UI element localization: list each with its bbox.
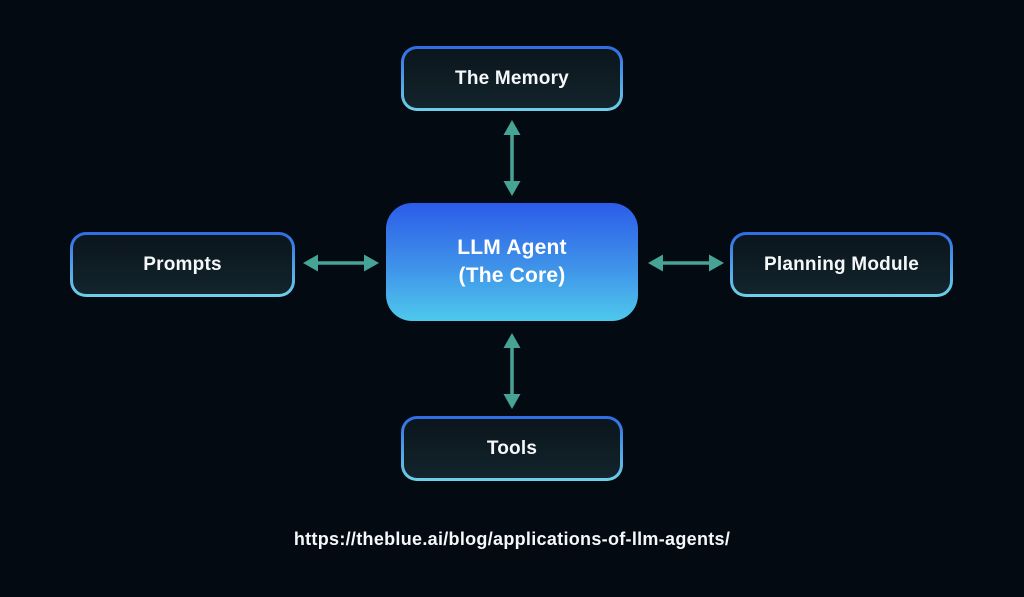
node-planning-label: Planning Module	[764, 253, 919, 275]
node-core-label-line1: LLM Agent	[457, 235, 567, 259]
node-tools-label: Tools	[486, 437, 538, 459]
node-planning-module: Planning Module	[730, 232, 953, 297]
node-memory: The Memory	[401, 46, 623, 111]
double-arrow-core-memory-icon	[503, 120, 521, 196]
double-arrow-core-tools-icon	[503, 333, 521, 409]
node-tools: Tools	[401, 416, 623, 481]
node-prompts-label: Prompts	[143, 253, 222, 275]
double-arrow-prompts-core-icon	[303, 254, 379, 272]
source-url-text: https://theblue.ai/blog/applications-of-…	[293, 529, 731, 549]
node-memory-label: The Memory	[455, 67, 569, 89]
node-prompts: Prompts	[70, 232, 295, 297]
double-arrow-core-planning-icon	[648, 254, 724, 272]
node-llm-agent-core: LLM Agent (The Core)	[386, 203, 638, 321]
node-core-label-line2: (The Core)	[458, 264, 566, 287]
